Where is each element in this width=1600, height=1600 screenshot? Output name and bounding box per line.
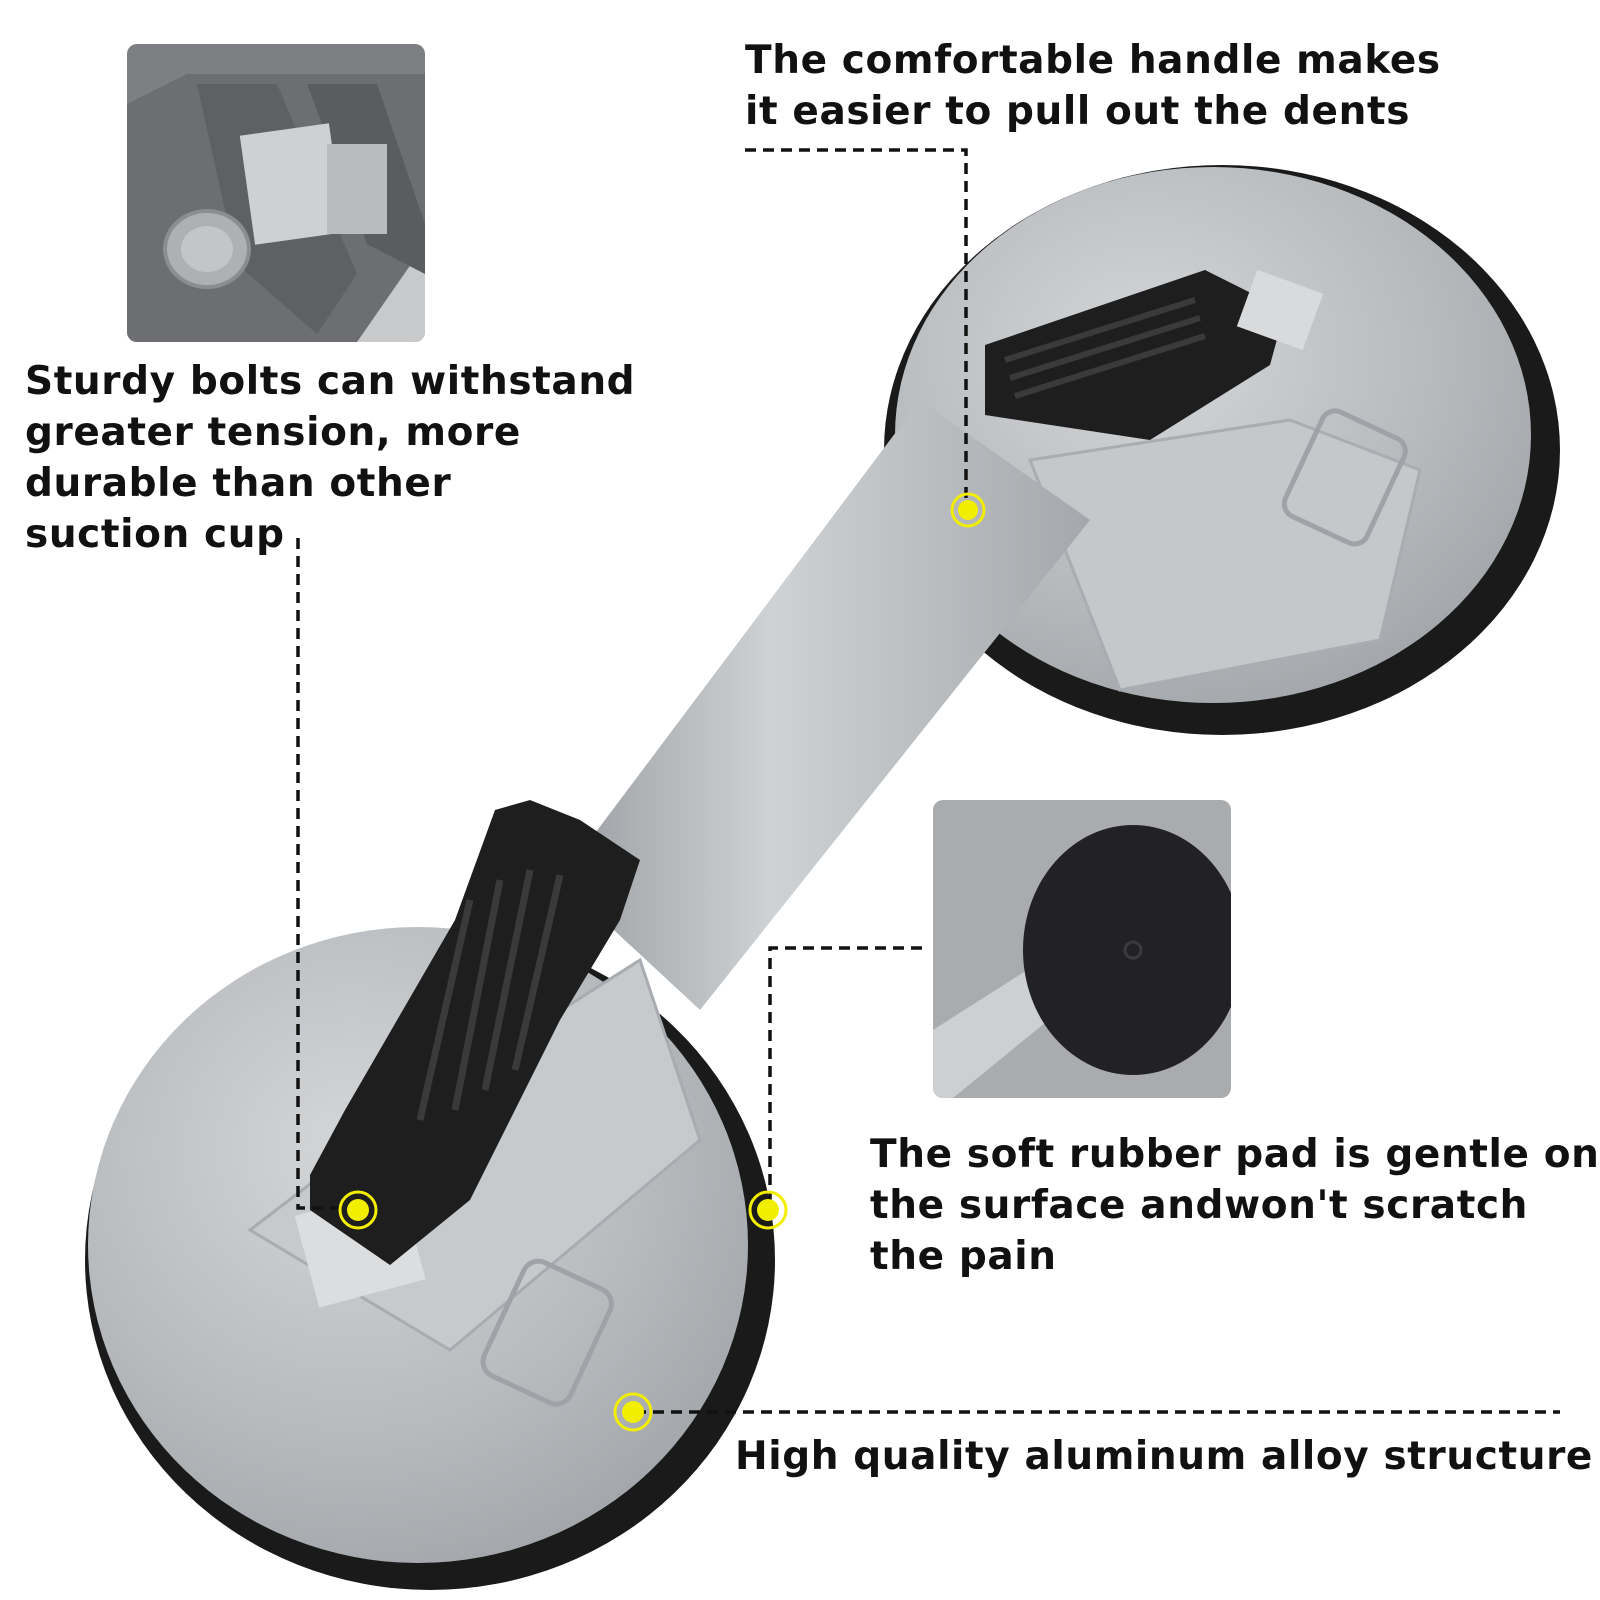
lower-lever-ribs	[416, 869, 564, 1121]
alloy-caption: High quality aluminum alloy structure	[735, 1431, 1593, 1482]
bolt-closeup-drawing	[127, 44, 425, 342]
rubber-marker-icon	[748, 1190, 788, 1230]
upper-plate-recess	[1281, 408, 1408, 547]
lower-suction-cup	[85, 800, 775, 1590]
rubber-caption-line-2: the surface andwon't scratch	[870, 1183, 1529, 1228]
markers	[338, 492, 986, 1432]
bolts-caption: Sturdy bolts can withstand greater tensi…	[25, 356, 635, 560]
bolts-caption-line-3: durable than other	[25, 461, 452, 506]
rubber-caption-line-1: The soft rubber pad is gentle on	[870, 1132, 1600, 1177]
upper-plate-ridge	[1027, 418, 1422, 692]
upper-steel-plate	[1236, 269, 1324, 351]
bolts-leader-line	[296, 538, 358, 1210]
handle-caption-line-1: The comfortable handle makes	[745, 38, 1441, 83]
lower-lever	[310, 800, 640, 1265]
bolts-caption-line-1: Sturdy bolts can withstand	[25, 359, 636, 404]
rubber-caption: The soft rubber pad is gentle on the sur…	[870, 1129, 1600, 1282]
leader-lines	[296, 148, 1560, 1414]
alloy-caption-line-1: High quality aluminum alloy structure	[735, 1434, 1593, 1479]
upper-suction-cup	[884, 165, 1560, 735]
aluminum-shaft	[560, 400, 1090, 1010]
bolts-caption-line-2: greater tension, more	[25, 410, 521, 455]
bolts-caption-line-4: suction cup	[25, 512, 285, 557]
rubber-pad-drawing	[933, 800, 1231, 1098]
rubber-pad-photo	[933, 800, 1231, 1098]
rubber-leader-line	[768, 946, 922, 1208]
bolts-marker-icon	[338, 1190, 378, 1230]
handle-caption-line-2: it easier to pull out the dents	[745, 89, 1411, 134]
rubber-caption-line-3: the pain	[870, 1234, 1057, 1279]
alloy-marker-icon	[613, 1392, 653, 1432]
upper-lever-ribs	[1004, 297, 1206, 399]
bolt-closeup-photo	[127, 44, 425, 342]
handle-leader-line	[745, 148, 968, 508]
handle-caption: The comfortable handle makes it easier t…	[745, 35, 1441, 137]
handle-marker-icon	[950, 492, 986, 528]
lower-plate-recess	[480, 1258, 614, 1407]
